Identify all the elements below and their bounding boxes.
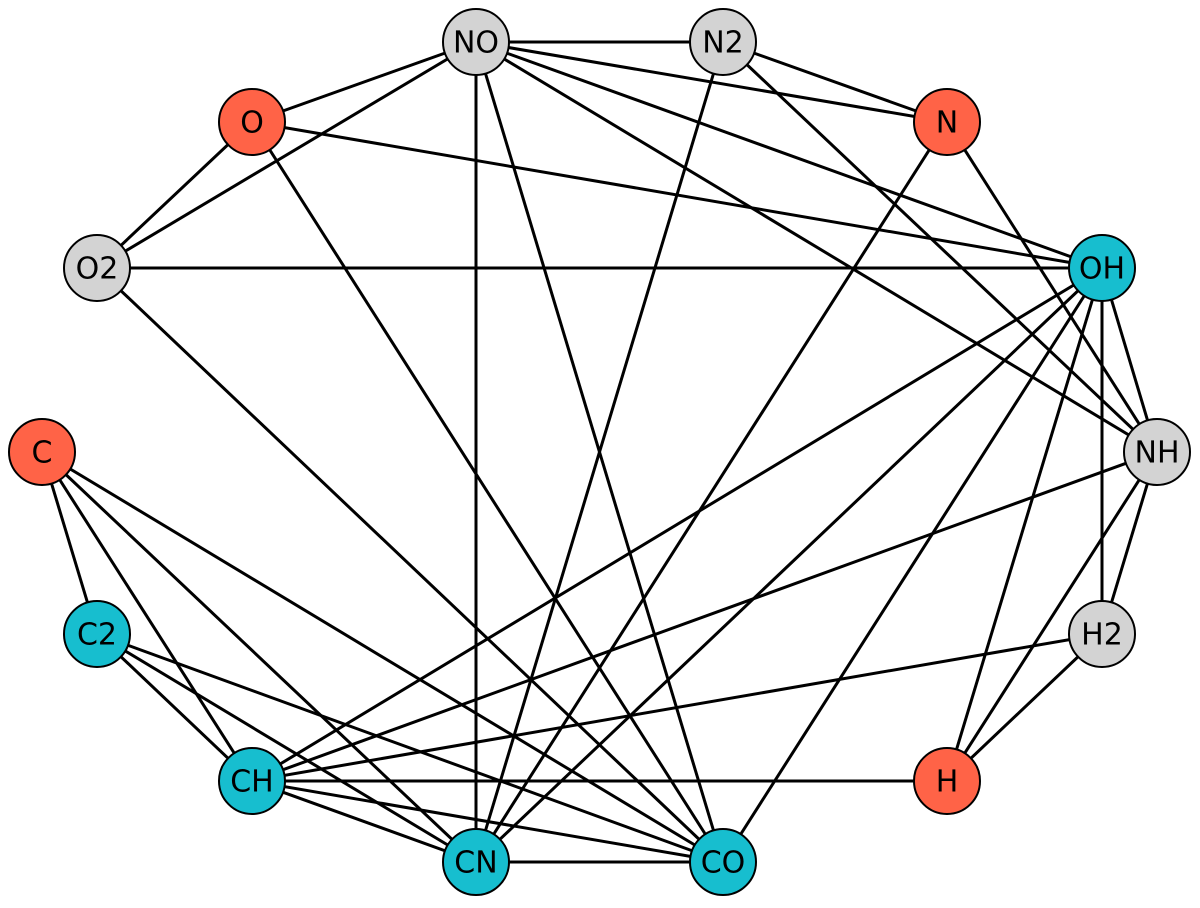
edge-o-oh: [251, 120, 1103, 270]
node-label-cn: CN: [454, 846, 497, 881]
node-n: N: [913, 88, 981, 156]
edge-oh-co: [721, 267, 1104, 863]
edge-nh-ch: [251, 450, 1158, 783]
node-label-nh: NH: [1135, 436, 1180, 471]
edge-o-co: [250, 121, 725, 863]
node-circle-cn: [442, 828, 510, 896]
node-label-o2: O2: [76, 252, 119, 287]
edge-ch-cn: [251, 779, 477, 864]
edge-n-cn: [474, 121, 949, 863]
edge-n2-nh: [721, 40, 1159, 454]
node-label-co: CO: [701, 846, 746, 881]
edge-ch-co: [251, 779, 724, 864]
node-label-oh: OH: [1079, 252, 1125, 287]
node-label-c: C: [32, 436, 53, 471]
node-circle-h2: [1068, 600, 1136, 668]
node-label-h2: H2: [1081, 618, 1123, 653]
edge-o-o2: [95, 120, 254, 270]
node-circle-no: [442, 8, 510, 76]
edge-no-o2: [96, 40, 477, 270]
node-cn: CN: [442, 828, 510, 896]
node-co: CO: [689, 828, 757, 896]
edge-c-ch: [40, 451, 254, 782]
edge-no-o: [251, 40, 477, 124]
edge-h2-ch: [251, 632, 1103, 783]
node-circle-nh: [1123, 418, 1191, 486]
node-c2: C2: [63, 600, 131, 668]
node-label-h: H: [936, 765, 959, 800]
node-nh: NH: [1123, 418, 1191, 486]
node-circle-o: [218, 88, 286, 156]
edge-o2-co: [95, 266, 725, 864]
edge-oh-ch: [251, 266, 1103, 783]
edge-oh-h: [945, 267, 1104, 782]
node-label-o: O: [240, 106, 264, 141]
node-h2: H2: [1068, 600, 1136, 668]
node-circle-o2: [63, 234, 131, 302]
edge-n2-n: [722, 40, 948, 124]
node-oh: OH: [1068, 234, 1136, 302]
node-label-ch: CH: [230, 765, 274, 800]
edge-c-co: [41, 450, 724, 864]
node-label-c2: C2: [77, 618, 117, 653]
node-circle-c: [8, 418, 76, 486]
node-h: H: [913, 747, 981, 815]
node-label-n2: N2: [702, 26, 744, 61]
node-label-n: N: [936, 106, 958, 141]
edge-no-oh: [475, 40, 1103, 270]
node-circle-co: [689, 828, 757, 896]
nodes-layer: NO N2N OH NH H2H CO CN CH C2 C O2 O: [8, 8, 1191, 896]
node-circle-c2: [63, 600, 131, 668]
node-circle-ch: [218, 747, 286, 815]
node-circle-h: [913, 747, 981, 815]
node-n2: N2: [689, 8, 757, 76]
edge-c2-ch: [95, 632, 254, 783]
edge-n2-cn: [474, 41, 725, 863]
node-circle-n: [913, 88, 981, 156]
node-c: C: [8, 418, 76, 486]
node-label-no: NO: [453, 26, 499, 61]
edges-layer: [40, 40, 1159, 864]
edge-c-cn: [40, 450, 478, 864]
node-o2: O2: [63, 234, 131, 302]
edge-c2-co: [96, 632, 724, 864]
node-circle-oh: [1068, 234, 1136, 302]
edge-no-nh: [475, 40, 1158, 454]
node-circle-n2: [689, 8, 757, 76]
edge-oh-cn: [474, 266, 1104, 864]
node-ch: CH: [218, 747, 286, 815]
edge-h2-h: [945, 632, 1104, 783]
node-o: O: [218, 88, 286, 156]
edge-nh-h: [945, 451, 1159, 782]
node-no: NO: [442, 8, 510, 76]
edge-n-nh: [945, 121, 1159, 453]
edge-c2-cn: [96, 632, 477, 864]
